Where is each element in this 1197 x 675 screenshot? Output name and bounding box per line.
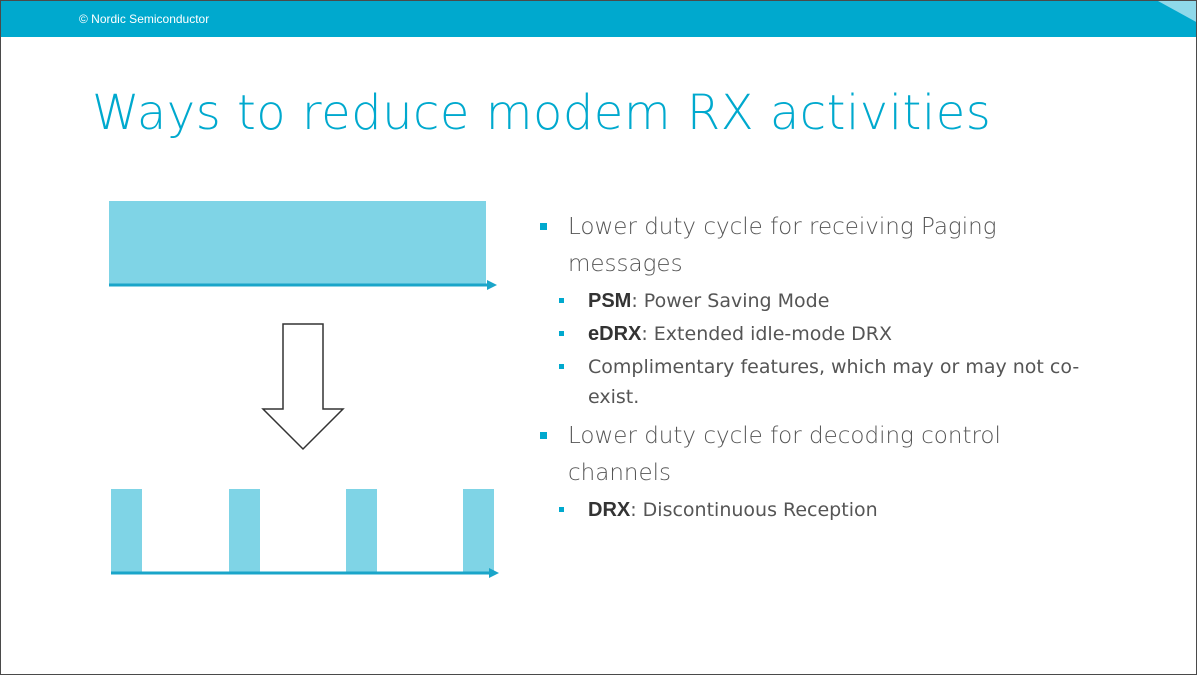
sub-bullet-marker	[559, 507, 564, 512]
bullet-control-channels: Lower duty cycle for decoding control ch…	[538, 418, 1108, 492]
down-arrow-icon	[261, 323, 345, 451]
bullet-text: Lower duty cycle for decoding control ch…	[568, 423, 1001, 486]
sub-bullet-complimentary: Complimentary features, which may or may…	[538, 352, 1108, 412]
continuous-rx-block	[109, 201, 486, 284]
rx-burst-1	[111, 489, 142, 572]
sub-bullet-term: PSM	[588, 290, 632, 312]
bullet-marker	[540, 432, 547, 439]
duty-cycle-diagram	[109, 201, 499, 578]
bullet-marker	[540, 223, 547, 230]
sub-bullet-marker	[559, 298, 564, 303]
sub-bullet-marker	[559, 364, 564, 369]
timeline-arrowhead-top	[487, 280, 497, 290]
rx-burst-2	[229, 489, 260, 572]
sub-bullet-psm: PSM: Power Saving Mode	[538, 286, 1108, 316]
slide-title: Ways to reduce modem RX activities	[92, 85, 992, 141]
sub-bullet-desc: : Extended idle-mode DRX	[641, 323, 893, 345]
rx-burst-4	[463, 489, 494, 572]
sub-bullet-edrx: eDRX: Extended idle-mode DRX	[538, 319, 1108, 349]
header-bar: © Nordic Semiconductor	[1, 1, 1196, 37]
rx-burst-3	[346, 489, 377, 572]
sub-bullet-desc: : Discontinuous Reception	[630, 499, 878, 521]
sub-bullet-desc: Complimentary features, which may or may…	[588, 356, 1080, 408]
sub-bullet-drx: DRX: Discontinuous Reception	[538, 495, 1108, 525]
sub-bullet-marker	[559, 331, 564, 336]
corner-fold-icon	[1158, 1, 1196, 22]
timeline-arrowhead-bottom	[489, 568, 499, 578]
bullet-list: Lower duty cycle for receiving Paging me…	[538, 209, 1108, 525]
bullet-text: Lower duty cycle for receiving Paging me…	[568, 214, 997, 277]
sub-bullet-term: eDRX	[588, 323, 642, 345]
copyright-text: © Nordic Semiconductor	[79, 12, 210, 26]
sub-bullet-term: DRX	[588, 499, 631, 521]
sub-bullet-desc: : Power Saving Mode	[631, 290, 830, 312]
bullet-paging: Lower duty cycle for receiving Paging me…	[538, 209, 1108, 283]
